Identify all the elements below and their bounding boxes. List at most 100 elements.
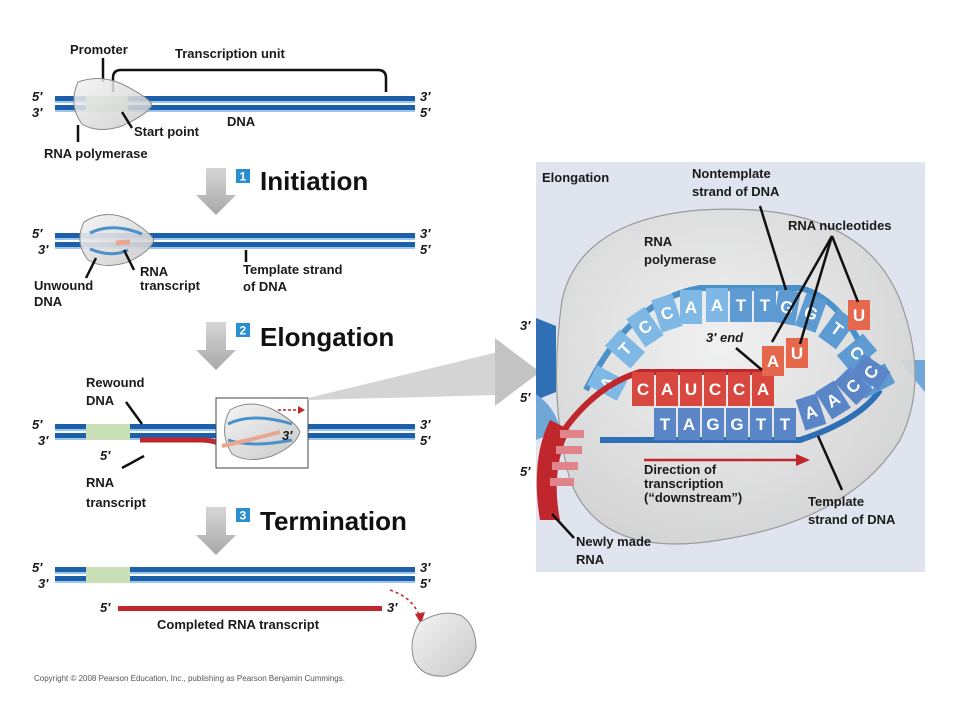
svg-text:C: C (733, 380, 745, 399)
rna-transcript-leader-initiation (122, 249, 136, 271)
svg-text:A: A (661, 380, 673, 399)
termination-section: 5′ 3′ 3′ 5′ 5′ 3′ Completed RNA transcri… (32, 560, 477, 677)
template-base-8: C (833, 366, 873, 406)
template-leader (816, 435, 844, 491)
termination-promoter-region (86, 567, 130, 583)
copyright-notice: Copyright © 2008 Pearson Education, Inc.… (34, 674, 345, 683)
stage-number-1: 1 (240, 170, 247, 184)
direction-arrowhead (796, 454, 810, 466)
rna-nucleotides-leader-1 (770, 235, 834, 343)
svg-text:U: U (791, 344, 803, 363)
rna-transcript-leader-elongation (121, 454, 145, 470)
svg-text:T: T (780, 415, 791, 434)
overview-section: Promoter Transcription unit 5′ 3′ 3′ 5′ … (32, 42, 431, 161)
stage-arrow-2 (196, 322, 236, 370)
stage-elongation-title: 2 Elongation (236, 322, 394, 352)
svg-text:U: U (685, 380, 697, 399)
nontemplate-base-4: A (680, 290, 702, 324)
elongation-unwound-top (227, 416, 293, 426)
template-base-9: C (851, 353, 891, 391)
nontemplate-base-10: T (818, 308, 856, 350)
svg-text:A: A (767, 352, 779, 371)
nontemplate-base-2: C (626, 306, 664, 348)
transcription-unit-label: Transcription unit (175, 46, 285, 61)
stage-initiation-title: 1 Initiation (236, 166, 368, 196)
detail-5prime-rna: 5′ (520, 464, 531, 479)
stage-number-badge-2 (236, 323, 250, 337)
start-point-label: Start point (134, 124, 200, 139)
zoom-callout-connector (308, 352, 498, 400)
unwound-dna-leader (84, 257, 98, 279)
initiation-polymerase-blob (79, 214, 155, 266)
termination-3prime-top-right: 3′ (420, 560, 431, 575)
stage-termination-title: 3 Termination (236, 506, 407, 536)
detail-3prime-dna: 3′ (520, 318, 531, 333)
termination-3prime-bottom-left: 3′ (38, 576, 49, 591)
termination-dna (55, 567, 415, 583)
svg-text:A: A (802, 402, 820, 424)
rna-base-3: C (704, 372, 726, 406)
rna-polymerase-blob (73, 78, 153, 130)
rna-base-2: U (680, 372, 702, 406)
svg-text:A: A (685, 298, 697, 317)
elongation-unwound-bottom (227, 438, 293, 446)
nontemplate-base-5: A (706, 288, 728, 322)
elongation-promoter-region (86, 424, 130, 440)
stage-name-elongation: Elongation (260, 322, 394, 352)
initiation-5prime-bottom-right: 5′ (420, 242, 431, 257)
initiation-3prime-bottom-left: 3′ (38, 242, 49, 257)
elongation-rna-inside (221, 430, 281, 448)
nontemplate-base-1: T (605, 329, 645, 369)
stage-name-initiation: Initiation (260, 166, 368, 196)
stage-number-3: 3 (240, 509, 247, 523)
template-base-3: G (726, 408, 748, 440)
completed-rna-label: Completed RNA transcript (157, 617, 320, 632)
nontemplate-base-3: C (651, 293, 683, 333)
termination-5prime-top-left: 5′ (32, 560, 43, 575)
promoter-label: Promoter (70, 42, 128, 57)
template-base-2: G (702, 408, 724, 440)
polymerase-release-arrowhead (415, 612, 425, 624)
svg-text:G: G (730, 415, 743, 434)
svg-text:A: A (757, 380, 769, 399)
overview-5prime-top-left: 5′ (32, 89, 43, 104)
transcription-unit-bracket (111, 68, 388, 92)
start-point-leader (120, 111, 134, 129)
incoming-nucleotide-1: U (786, 338, 808, 368)
nontemplate-base-6: T (730, 288, 752, 322)
rna-nucleotides-leader-3 (830, 235, 860, 303)
rna-base-4: C (728, 372, 750, 406)
template-base-7: A (815, 380, 851, 420)
dna-label: DNA (227, 114, 256, 129)
template-base-1: A (678, 408, 700, 440)
svg-text:G: G (706, 415, 719, 434)
elongation-5prime-bottom-right: 5′ (420, 433, 431, 448)
elongation-3prime-bottom-left: 3′ (38, 433, 49, 448)
svg-text:T: T (736, 296, 747, 315)
stage-arrow-3 (196, 507, 236, 555)
termination-5prime-bottom-right: 5′ (420, 576, 431, 591)
stage-number-2: 2 (240, 324, 247, 338)
template-base-4: T (750, 408, 772, 440)
svg-text:A: A (683, 415, 695, 434)
svg-text:U: U (853, 306, 865, 325)
initiation-5prime-top-left: 5′ (32, 226, 43, 241)
zoom-callout-arrowhead (495, 338, 540, 406)
template-base-0: T (654, 408, 676, 440)
initiation-dna (55, 233, 415, 249)
three-end-leader (735, 347, 763, 371)
completed-rna-5prime: 5′ (100, 600, 111, 615)
svg-text:G: G (779, 297, 795, 318)
newly-made-rna-leader (551, 513, 575, 539)
svg-text:C: C (637, 380, 649, 399)
